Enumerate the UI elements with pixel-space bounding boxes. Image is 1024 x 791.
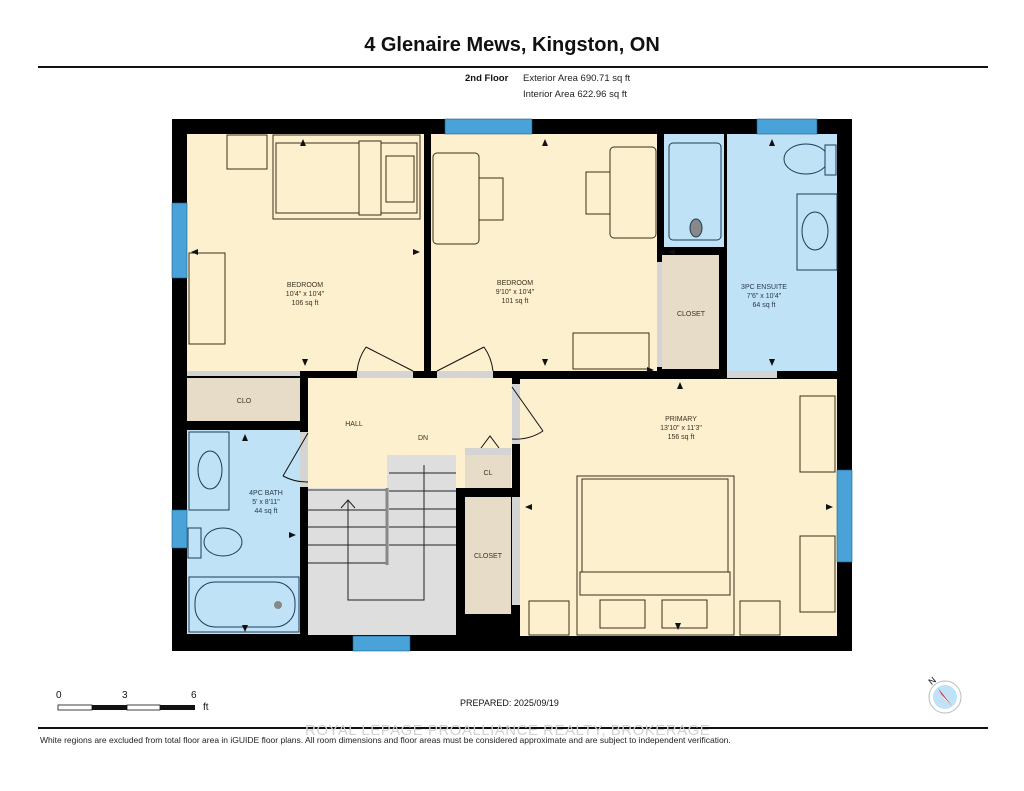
- scale-unit: ft: [203, 702, 209, 713]
- svg-text:44 sq ft: 44 sq ft: [255, 508, 278, 515]
- svg-text:10'4" x 10'4": 10'4" x 10'4": [286, 291, 325, 298]
- label-4pc-bath: 4PC BATH: [249, 490, 283, 497]
- svg-text:5' x 8'11": 5' x 8'11": [252, 499, 280, 506]
- plan-title: 4 Glenaire Mews, Kingston, ON: [364, 34, 660, 56]
- svg-text:106 sq ft: 106 sq ft: [292, 300, 319, 307]
- room-closet-upper: [662, 255, 719, 369]
- prepared-date: PREPARED: 2025/09/19: [460, 698, 559, 708]
- furniture-bedroom-2: [432, 146, 657, 370]
- compass-icon: [928, 680, 962, 714]
- label-cl: CL: [484, 470, 493, 477]
- label-3pc-ensuite: 3PC ENSUITE: [741, 284, 787, 291]
- label-closet-lower: CLOSET: [474, 553, 503, 560]
- bath-fixtures: [187, 431, 300, 633]
- furniture-bedroom-1: [188, 134, 421, 345]
- scale-tick-3: 3: [122, 690, 128, 701]
- label-bedroom-1: BEDROOM: [287, 282, 323, 289]
- scale-bar: [57, 704, 195, 711]
- label-primary: PRIMARY: [665, 416, 697, 423]
- label-clo: CLO: [237, 398, 252, 405]
- windows: [171, 118, 853, 652]
- brokerage-watermark: ROYAL LEPAGE PROALLIANCE REALTY, BROKERA…: [305, 722, 711, 739]
- view-markers: [191, 139, 833, 632]
- exterior-area: Exterior Area 690.71 sq ft: [523, 73, 631, 84]
- stair-treads: [308, 465, 456, 601]
- label-hall: HALL: [345, 421, 363, 428]
- room-cl: [465, 455, 511, 488]
- svg-text:7'6" x 10'4": 7'6" x 10'4": [747, 293, 782, 300]
- room-closet-lower: [465, 497, 511, 614]
- svg-text:101 sq ft: 101 sq ft: [502, 298, 529, 305]
- ensuite-fixtures: [668, 142, 838, 271]
- svg-text:64 sq ft: 64 sq ft: [753, 302, 776, 309]
- footer-rule: [38, 727, 988, 729]
- room-clo: [187, 378, 300, 421]
- interior-area: Interior Area 622.96 sq ft: [523, 89, 628, 100]
- header-rule: [38, 66, 988, 68]
- svg-text:156 sq ft: 156 sq ft: [668, 434, 695, 441]
- label-dn: DN: [418, 435, 428, 442]
- scale-tick-0: 0: [56, 690, 62, 701]
- scale-tick-6: 6: [191, 690, 197, 701]
- door-swings: [282, 346, 544, 483]
- furniture-primary: [528, 395, 836, 636]
- compass-north-label: N: [926, 675, 937, 687]
- floor-label: 2nd Floor: [465, 73, 509, 84]
- svg-text:9'10" x 10'4": 9'10" x 10'4": [496, 289, 535, 296]
- disclaimer-text: White regions are excluded from total fl…: [40, 735, 731, 745]
- label-closet-upper: CLOSET: [677, 311, 706, 318]
- svg-text:13'10" x 11'3": 13'10" x 11'3": [660, 425, 702, 432]
- label-bedroom-2: BEDROOM: [497, 280, 533, 287]
